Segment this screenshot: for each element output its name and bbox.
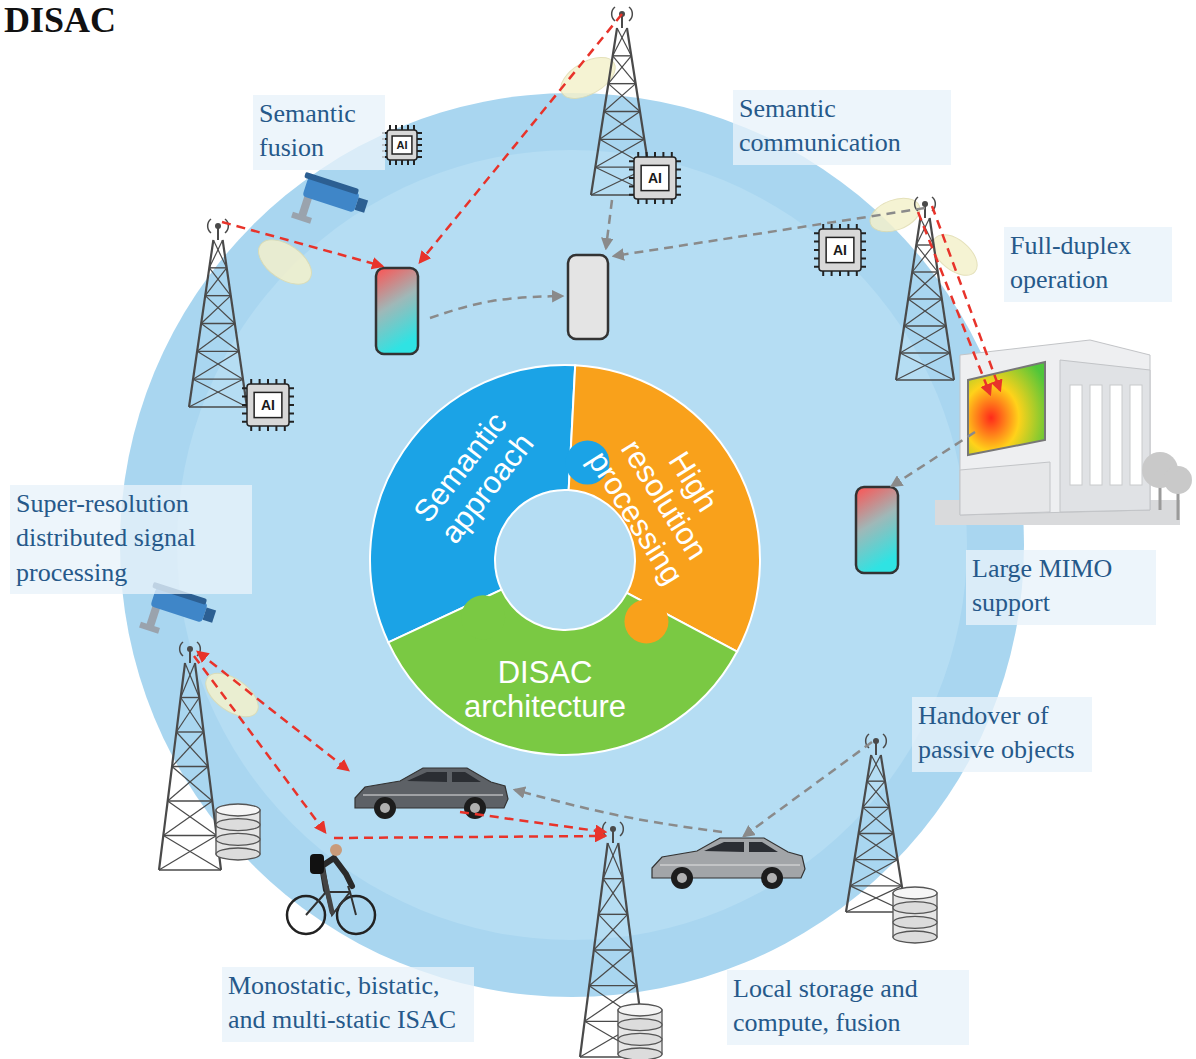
storage-cylinder xyxy=(216,804,260,860)
signal-arrow xyxy=(420,14,622,262)
node-text: Local storage and compute, fusion xyxy=(733,972,963,1041)
outer-disc xyxy=(120,93,1024,997)
signal-arrow xyxy=(932,206,1000,390)
node-text: Full-duplex operation xyxy=(1010,229,1166,298)
antenna-tower xyxy=(896,197,954,380)
feature-label: Large MIMO support xyxy=(966,550,1156,625)
puzzle xyxy=(370,365,760,755)
signal-arrow xyxy=(460,812,605,832)
feature-label: Super-resolution distributed signal proc… xyxy=(10,485,252,594)
feature-label: Monostatic, bistatic, and multi-static I… xyxy=(222,967,474,1042)
signal-arrow xyxy=(918,212,990,394)
ai-chip xyxy=(242,379,294,431)
signal-arrow xyxy=(334,836,605,838)
puzzle-piece: High resolution processing xyxy=(574,399,753,602)
feature-label: Full-duplex operation xyxy=(1004,227,1172,302)
antenna-tower xyxy=(846,734,906,912)
signal-arrow xyxy=(222,222,382,266)
chip-label: AI xyxy=(397,140,408,151)
feature-label: Semantic communication xyxy=(733,90,951,165)
signal-arrow xyxy=(430,296,562,318)
signal-arrow xyxy=(515,790,722,832)
ai-chip xyxy=(814,224,866,276)
chip-label: AI xyxy=(261,398,275,412)
smartphone xyxy=(856,487,898,573)
inner-disc xyxy=(177,150,967,940)
feature-label: Local storage and compute, fusion xyxy=(727,970,969,1045)
puzzle-knob xyxy=(624,599,668,643)
node-text: DISAC architecture xyxy=(450,656,640,724)
smartphone xyxy=(568,255,608,339)
node-text: Handover of passive objects xyxy=(918,699,1086,768)
title: DISAC xyxy=(4,2,116,38)
node-text: Super-resolution distributed signal proc… xyxy=(16,487,246,590)
antenna-tower xyxy=(189,219,247,407)
puzzle-green xyxy=(388,590,737,755)
node-text: Semantic fusion xyxy=(259,97,379,166)
ai-chip xyxy=(629,152,681,204)
ai-chip xyxy=(382,125,422,165)
car xyxy=(355,768,508,819)
puzzle-piece: DISAC architecture xyxy=(450,656,640,724)
cyclist xyxy=(287,844,375,934)
puzzle-blue xyxy=(370,365,575,642)
puzzle-knob xyxy=(461,595,505,639)
signal-arrow xyxy=(614,208,925,256)
signal-arrow xyxy=(198,652,348,770)
car xyxy=(652,838,805,889)
camera xyxy=(291,172,371,239)
feature-label: Handover of passive objects xyxy=(912,697,1092,772)
puzzle-orange xyxy=(569,365,760,651)
puzzle-piece: Semantic approach xyxy=(398,394,550,562)
node-text: Semantic approach xyxy=(398,394,550,562)
feature-label: Semantic fusion xyxy=(253,95,385,170)
signal-arrow xyxy=(194,656,325,832)
chip-label: AI xyxy=(833,243,847,257)
node-text: High resolution processing xyxy=(574,399,753,602)
smartphone xyxy=(376,268,418,354)
node-text: Monostatic, bistatic, and multi-static I… xyxy=(228,969,468,1038)
storage-cylinder xyxy=(893,887,937,943)
signal-arrow xyxy=(744,742,872,836)
antenna-tower xyxy=(159,642,221,870)
node-text: Large MIMO support xyxy=(972,552,1150,621)
node-text: Semantic communication xyxy=(739,92,945,161)
storage-cylinder xyxy=(618,1004,662,1059)
chip-label: AI xyxy=(648,171,662,185)
signal-arrow xyxy=(606,200,612,248)
signal-arrow xyxy=(892,432,975,486)
